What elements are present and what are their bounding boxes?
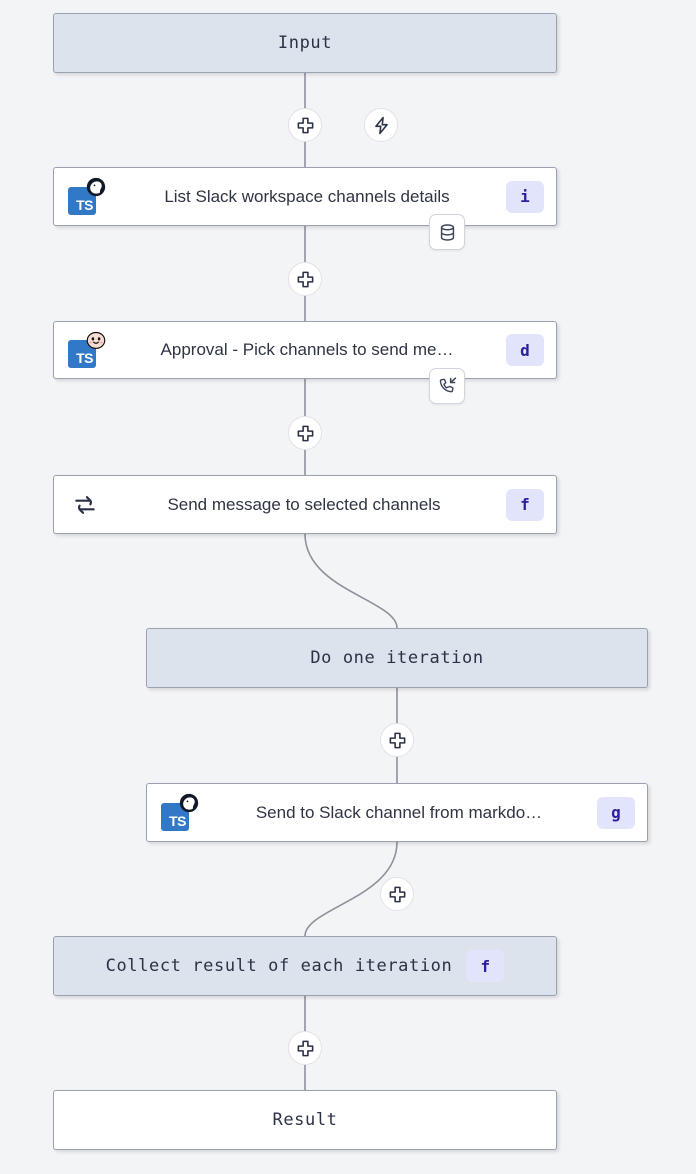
repeat-icon (75, 495, 95, 514)
plus-icon (297, 425, 313, 441)
node-send-message-label: Send message to selected channels (167, 494, 441, 514)
add-step-button-after-approval[interactable] (288, 416, 322, 450)
zap-icon (374, 116, 388, 134)
node-list-slack-channels[interactable]: TS List Slack workspace channels details… (53, 167, 557, 226)
add-step-button-top[interactable] (288, 108, 322, 142)
node-input[interactable]: Input (53, 13, 557, 73)
edge-send-to-iteration (304, 533, 398, 629)
node-id-badge[interactable]: g (597, 796, 635, 829)
add-step-button-in-loop[interactable] (380, 723, 414, 757)
node-id-badge[interactable]: d (506, 334, 544, 366)
plus-icon (297, 117, 313, 133)
node-list-slack-channels-label: List Slack workspace channels details (164, 186, 450, 206)
deno-icon (86, 177, 106, 196)
node-id-badge[interactable]: f (466, 950, 505, 982)
bun-icon (86, 331, 106, 349)
plus-icon (389, 732, 405, 748)
node-collect-result[interactable]: Collect result of each iteration f (53, 936, 557, 996)
node-result[interactable]: Result (53, 1090, 557, 1150)
node-send-to-slack-label: Send to Slack channel from markdo… (255, 802, 543, 822)
database-chip[interactable] (429, 214, 465, 250)
loop-icon (68, 488, 102, 522)
node-send-to-slack[interactable]: TS Send to Slack channel from markdo… g (146, 783, 648, 842)
node-id-badge[interactable]: i (506, 180, 544, 213)
node-collect-result-label: Collect result of each iteration (105, 956, 453, 976)
add-step-button-after-list[interactable] (288, 262, 322, 296)
typescript-deno-icon: TS (68, 177, 108, 217)
typescript-square: TS (68, 186, 96, 215)
node-result-label: Result (272, 1110, 338, 1130)
add-step-button-before-result[interactable] (288, 1031, 322, 1065)
node-approval[interactable]: TS Approval - Pick channels to send me… … (53, 321, 557, 379)
phone-incoming-chip[interactable] (429, 368, 465, 404)
database-icon (440, 223, 454, 241)
node-approval-label: Approval - Pick channels to send me… (160, 340, 454, 359)
node-do-one-iteration-label: Do one iteration (310, 648, 484, 668)
typescript-bun-icon: TS (68, 330, 108, 370)
trigger-button[interactable] (364, 108, 398, 142)
add-step-button-after-loop-body[interactable] (380, 877, 414, 911)
plus-icon (297, 271, 313, 287)
plus-icon (297, 1040, 313, 1056)
node-do-one-iteration[interactable]: Do one iteration (146, 628, 648, 688)
node-id-badge[interactable]: f (506, 488, 544, 521)
deno-icon (179, 793, 199, 812)
typescript-deno-icon: TS (161, 793, 201, 833)
plus-icon (389, 886, 405, 902)
phone-incoming-icon (439, 376, 456, 392)
node-input-label: Input (277, 33, 333, 53)
node-send-message[interactable]: Send message to selected channels f (53, 475, 557, 534)
